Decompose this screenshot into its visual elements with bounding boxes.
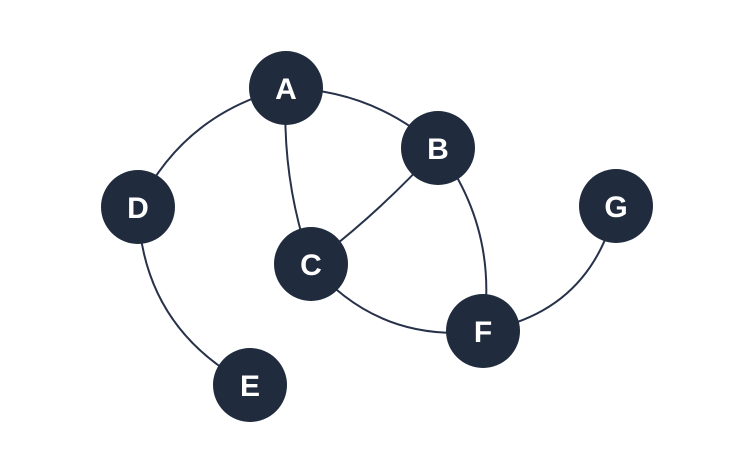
- node-label-A: A: [275, 73, 297, 106]
- node-label-C: C: [300, 249, 322, 282]
- edges-layer: [137, 87, 617, 386]
- graph-node-G: G: [579, 169, 653, 243]
- graph-node-E: E: [213, 348, 287, 422]
- node-circle-F: [446, 294, 520, 368]
- node-label-G: G: [604, 191, 627, 224]
- node-circle-A: [249, 51, 323, 125]
- node-circle-C: [274, 227, 348, 301]
- graph-node-F: F: [446, 294, 520, 368]
- node-label-B: B: [427, 133, 449, 166]
- node-label-D: D: [127, 192, 149, 225]
- node-circle-D: [101, 170, 175, 244]
- node-label-E: E: [240, 370, 260, 403]
- graph-node-A: A: [249, 51, 323, 125]
- graph-node-B: B: [401, 111, 475, 185]
- graph-node-D: D: [101, 170, 175, 244]
- node-circle-E: [213, 348, 287, 422]
- nodes-layer: A B C D E F G: [101, 51, 653, 422]
- graph-node-C: C: [274, 227, 348, 301]
- node-label-F: F: [474, 316, 492, 349]
- node-circle-G: [579, 169, 653, 243]
- node-circle-B: [401, 111, 475, 185]
